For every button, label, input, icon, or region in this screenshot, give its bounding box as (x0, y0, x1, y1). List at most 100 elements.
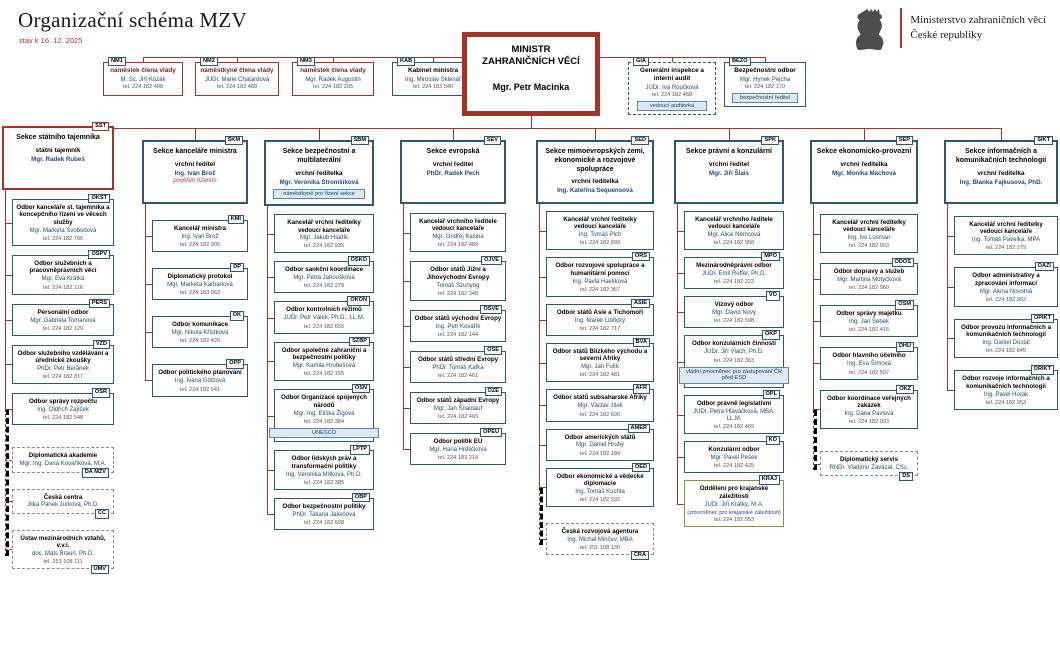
box-name: JUDr. Iva Roučková (645, 84, 699, 91)
office-extra: (zmocněnec pro krajanské záležitosti) (687, 509, 781, 516)
connector-line (531, 116, 532, 128)
tag-OED: OED (631, 462, 650, 472)
section-role: vrchní ředitelka (295, 169, 343, 177)
office-phone: tel. 224 182 507 (848, 369, 890, 376)
office-phone: tel. 224 182 953 (985, 399, 1027, 406)
tag-OSPV: OSPV (88, 250, 110, 260)
office-director: Mgr. Jan Šnaidauf (433, 405, 483, 412)
box-name: JUDr. Marie Chatardová (204, 76, 270, 83)
office-phone: tel. 224 182 655 (303, 323, 345, 330)
tag-KRAJ: KRAJ (758, 475, 780, 485)
office-title: Odbor provozu informačních a komunikační… (960, 323, 1052, 339)
tag-ÚMV: ÚMV (90, 564, 109, 575)
office-title: Personální odbor (37, 308, 89, 316)
tag-OAZI: OAZI (1034, 262, 1054, 272)
office-badge: vládní zmocněnec pro zastupování ČR před… (679, 366, 789, 384)
office-director: Ing. Ivo Losman (847, 234, 891, 241)
office-title: Diplomatický protokol (167, 273, 233, 281)
office-phone: tel. 224 182 384 (303, 418, 345, 425)
connector-line (319, 128, 320, 140)
connector-line (765, 57, 766, 62)
office-title: Kancelář vrchního ředitele (695, 216, 773, 223)
box-title: náměstek člena vlády (110, 67, 176, 74)
section-role: vrchní ředitel (708, 160, 750, 168)
section-head-name: Ing. Kateřina Sequensová (557, 187, 633, 195)
office-title: Vízový odbor (714, 301, 754, 309)
date-note: stav k 16. 12. 2025 (19, 36, 83, 45)
connector-line (813, 410, 817, 470)
office-director: Mgr. Ondřej Kašina (432, 233, 484, 240)
office-title: Kancelář vrchní ředitelky (969, 221, 1043, 228)
box-phone: tel. 224 182 205 (312, 83, 354, 90)
office-director: Mgr. Nikola Křístková (171, 330, 229, 337)
office-phone: tel. 224 182 608 (303, 520, 345, 527)
section-note: pověřen řízením (173, 177, 217, 184)
page-title: Organizační schéma MZV (18, 8, 247, 32)
box-title: náměstek člena vlády (300, 67, 366, 74)
office-phone: tel. 224 182 899 (579, 240, 621, 247)
office-title: Odbor ekonomické a vědecké diplomacie (556, 472, 644, 488)
tag-OPIKT: OPIKT (1030, 313, 1054, 323)
section-head-name: Mgr. Veronika Stromšíková (279, 178, 359, 186)
office-title: Odbor komunikace (171, 321, 229, 329)
office-title: Odbor správy rozpočtu (28, 398, 98, 406)
ministry-brand: Ministerstvo zahraničních věcí České rep… (854, 6, 1046, 50)
office-phone: tel. 224 182 935 (303, 243, 345, 250)
office-phone: tel. 224 182 690 (579, 411, 621, 418)
box-name: Ing. Miroslav Sklenář (404, 76, 462, 83)
tag-ASIE: ASIE (630, 298, 650, 308)
office-phone: tel. 224 182 144 (437, 331, 479, 338)
connector-line (947, 204, 948, 390)
office-title: Kancelář vrchní ředitelky (832, 219, 906, 226)
office-director: Mgr. Daniel Hrubý (575, 442, 625, 449)
office-phone: tel. 224 182 363 (713, 357, 755, 364)
office-title: Odbor politického plánování (158, 369, 242, 377)
tag-SZBP: SZBP (349, 336, 370, 346)
tag-VZD: VZD (92, 339, 110, 349)
section-badge: náměstkyně pro řízení sekce (273, 188, 365, 200)
office-title: Odbor hlavního účetního (832, 352, 906, 360)
tag-SKM: SKM (224, 136, 243, 146)
section-title: Sekce evropská (426, 148, 480, 155)
tag-SPK: SPK (761, 136, 779, 146)
connector-line (864, 128, 865, 140)
tag-OPEU: OPEU (480, 428, 502, 438)
office-phone: tel. 224 182 317 (42, 374, 84, 381)
